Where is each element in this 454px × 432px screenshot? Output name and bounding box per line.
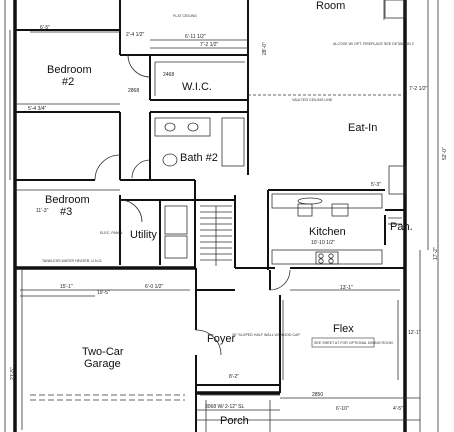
room-label-wic: W.I.C. <box>182 81 212 93</box>
dim-label: 19'-5" <box>97 290 110 296</box>
note-elec-panel: ELEC. PANEL <box>100 231 123 235</box>
room-label-bedroom-3-line1: Bedroom <box>45 194 90 206</box>
note-half-wall: 36" SLOPED HALF WALL W/ WOOD CAP <box>232 333 301 337</box>
room-label-garage-line1: Two-Car <box>82 346 124 358</box>
room-label-foyer: Foyer <box>207 333 235 345</box>
dim-label: 6'-5" <box>40 25 50 31</box>
dim-label: 3068 W/ 2-12" SL <box>205 404 245 410</box>
dim-label: 17'-2" <box>433 247 439 260</box>
dim-label: 28'-0" <box>262 42 268 55</box>
dim-label: 2468 <box>163 72 174 78</box>
dim-label: 52'-0" <box>442 147 448 160</box>
dim-label: 12'-1" <box>408 330 421 336</box>
room-label-bedroom-2-line1: Bedroom <box>47 64 92 76</box>
room-label-bedroom-2-line2: #2 <box>62 76 74 88</box>
room-label-eat-in: Eat-In <box>348 122 377 134</box>
dim-label: 13'-1" <box>340 285 353 291</box>
dim-label: 2'-4 1/2" <box>126 32 145 38</box>
kitchen-size-label: 10'-10 1/2" <box>311 240 335 246</box>
room-label-garage-line2: Garage <box>84 358 121 370</box>
note-flex: SEE SHEET A7 FOR OPTIONAL DINING ROOM <box>314 341 393 345</box>
room-label-pantry: Pan. <box>390 221 413 233</box>
dim-label: 11'-3" <box>36 208 49 214</box>
dim-label: 7'-2 1/2" <box>200 42 219 48</box>
dim-label: 21'-5" <box>10 367 16 380</box>
dim-label: 5'-3" <box>371 182 381 188</box>
room-label-top: Room <box>316 0 345 12</box>
dim-label: 2850 <box>312 392 323 398</box>
note-fireplace: ALCOVE W/ OPT. FIREPLACE SEE DETAIL ON 3 <box>333 42 414 46</box>
vertical-dims: 52'-0" 28'-0" 21'-5" 17'-2" <box>10 42 448 380</box>
dim-label: 8'-2" <box>229 374 239 380</box>
dim-label: 15'-1" <box>60 284 73 290</box>
room-label-bath-2: Bath #2 <box>180 152 218 164</box>
exterior-walls <box>13 0 407 432</box>
dim-label: 4'-5" <box>393 406 403 412</box>
interior-walls <box>15 0 405 432</box>
room-label-bedroom-3-line2: #3 <box>60 206 72 218</box>
room-label-utility: Utility <box>130 229 157 241</box>
note-vaulted-ceiling: VAULTED CEILING LINE <box>292 98 333 102</box>
note-flat-ceiling: FLAT CEILING <box>173 14 197 18</box>
note-tankless: TANKLESS WATER HEATER, U.N.O. <box>42 259 102 263</box>
dim-label: 6'-10" <box>336 406 349 412</box>
dim-label: 6'-11 1/2" <box>185 34 206 40</box>
room-label-flex: Flex <box>333 323 354 335</box>
room-label-kitchen: Kitchen <box>309 226 346 238</box>
dim-label: 6'-0 1/2" <box>145 284 164 290</box>
dim-label: 7'-2 1/2" <box>409 86 428 92</box>
room-label-porch: Porch <box>220 415 249 427</box>
flex-note-box <box>311 337 375 348</box>
dim-label: 5'-4 3/4" <box>28 106 47 112</box>
dim-label: 2868 <box>128 88 139 94</box>
plan-detail-lines <box>4 0 439 432</box>
